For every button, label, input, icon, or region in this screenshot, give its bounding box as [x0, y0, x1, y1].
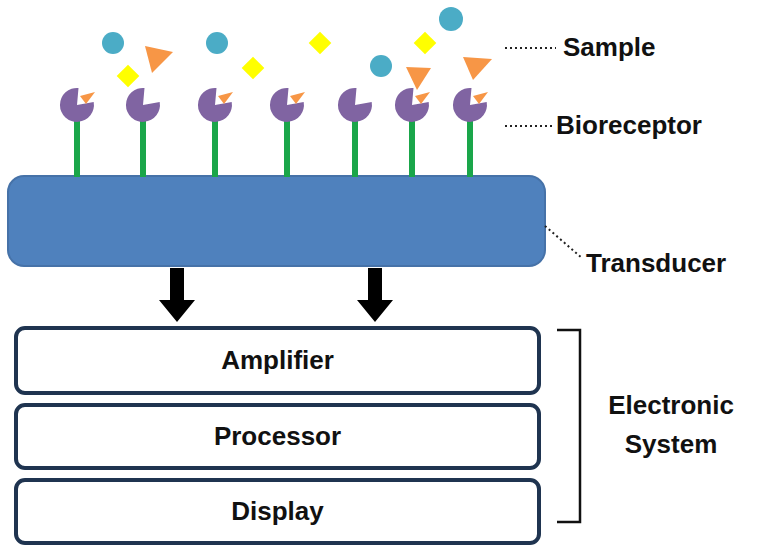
bioreceptors	[60, 88, 487, 177]
transducer-label: Transducer	[586, 244, 756, 283]
bioreceptor-label: Bioreceptor	[556, 106, 756, 145]
box-label: Processor	[214, 421, 341, 452]
box-label: Display	[231, 496, 324, 527]
bracket	[557, 330, 580, 522]
sample-molecules	[102, 7, 492, 90]
process-box: Display	[14, 478, 541, 545]
group-label: Electronic System	[588, 386, 754, 464]
signal-arrows	[159, 268, 393, 322]
bound-analytes	[80, 92, 488, 104]
leader-lines	[505, 48, 582, 258]
box-label: Amplifier	[221, 345, 334, 376]
process-box: Amplifier	[14, 326, 541, 395]
transducer-band	[8, 176, 545, 266]
process-box: Processor	[14, 403, 541, 470]
sample-label: Sample	[563, 28, 753, 67]
